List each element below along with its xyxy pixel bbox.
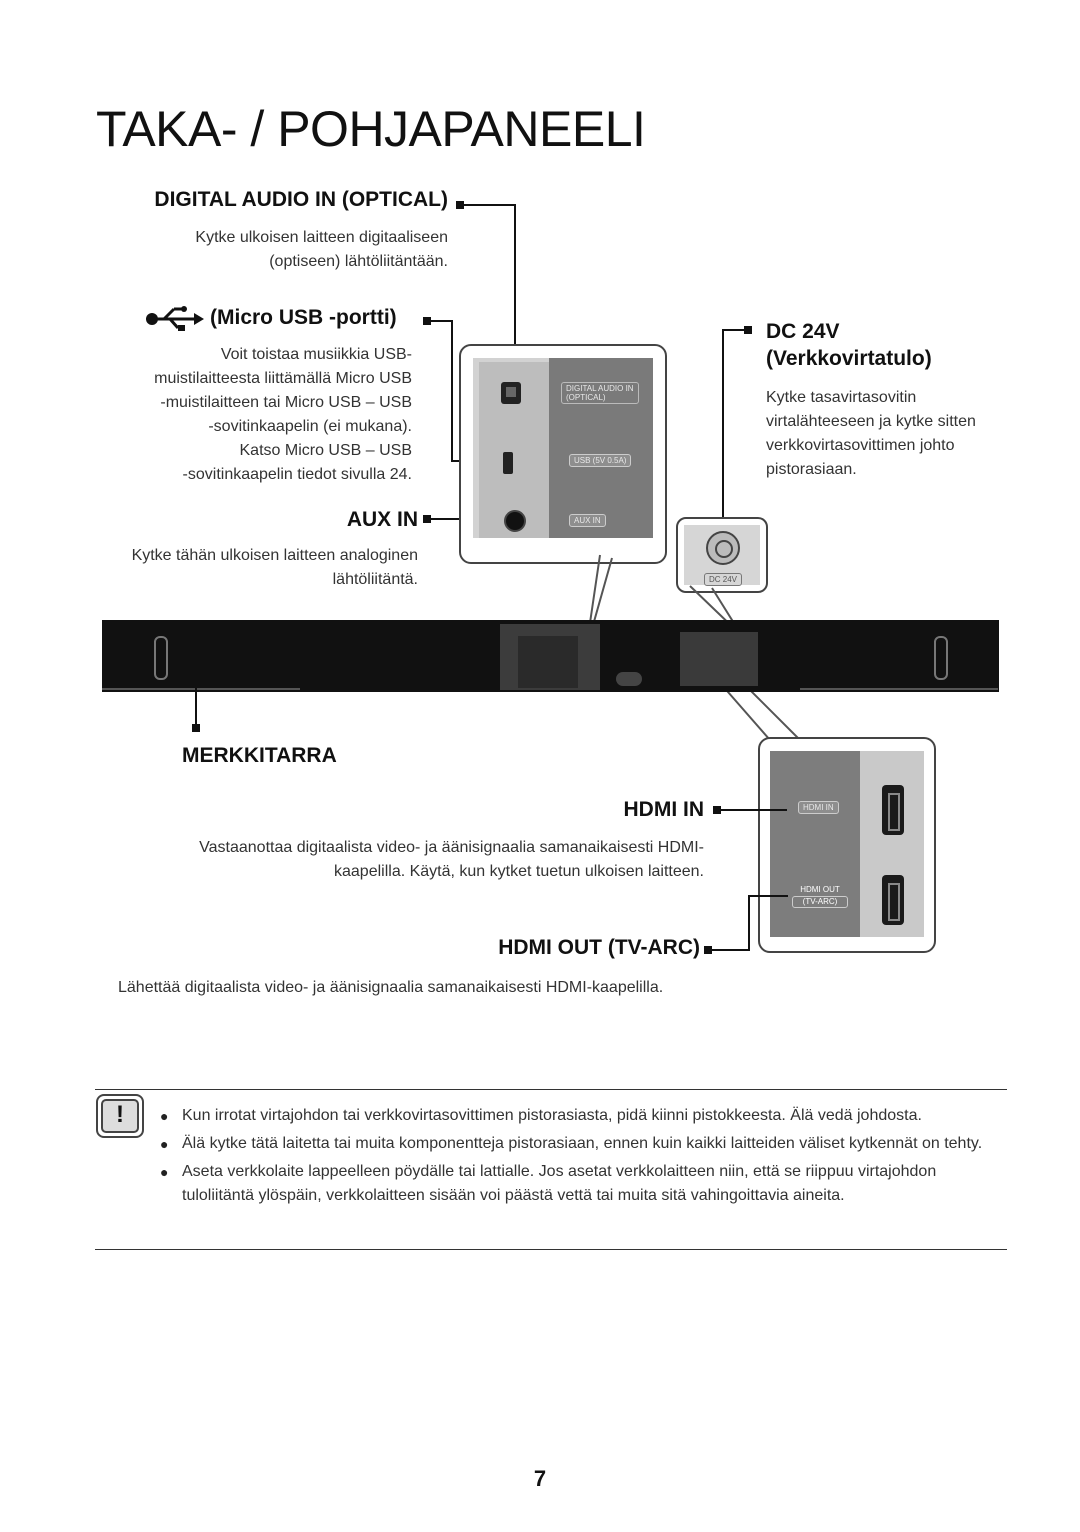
- dc-leader-h: [723, 329, 747, 331]
- note-item: ● Älä kytke tätä laitetta tai muita komp…: [160, 1135, 983, 1152]
- soundbar-right-hole: [934, 636, 948, 680]
- caution-icon: !: [96, 1094, 144, 1138]
- panel-hdmi-in-tag: HDMI IN: [798, 801, 839, 814]
- hdmi-out-label: HDMI OUT (TV-ARC): [498, 936, 700, 959]
- hdmi-in-label: HDMI IN: [623, 798, 705, 821]
- dc-description: Kytke tasavirtasovitin virtalähteeseen j…: [766, 389, 976, 478]
- soundbar-left-hole: [154, 636, 168, 680]
- hdmi-in-leader-h: [719, 809, 787, 811]
- usb-leader-h1: [429, 320, 453, 322]
- merkkitarra-label: MERKKITARRA: [182, 744, 337, 767]
- hdmi-out-marker: [704, 946, 712, 954]
- note-item: ● Aseta verkkolaite lappeelleen pöydälle…: [160, 1163, 937, 1204]
- optical-port: [501, 382, 521, 404]
- panel-usb-tag: USB (5V 0.5A): [569, 454, 632, 467]
- optical-leader-v: [514, 204, 516, 400]
- optical-label: DIGITAL AUDIO IN (OPTICAL): [154, 188, 448, 211]
- input-panel-surface: DIGITAL AUDIO IN (OPTICAL) USB (5V 0.5A)…: [473, 358, 653, 538]
- usb-label: (Micro USB -portti): [210, 306, 397, 329]
- usb-leader-v: [451, 320, 453, 462]
- soundbar-hdmi-recess: [680, 632, 758, 686]
- soundbar-input-recess: [500, 624, 600, 690]
- merkkitarra-leader-v: [195, 686, 197, 726]
- notes-bottom-rule: [95, 1249, 1007, 1250]
- notes-top-rule: [95, 1089, 1007, 1090]
- panel-optical-tag: DIGITAL AUDIO IN (OPTICAL): [561, 382, 639, 404]
- dc-label-2: (Verkkovirtatulo): [766, 347, 932, 370]
- aux-marker: [423, 515, 431, 523]
- soundbar-body: [102, 620, 999, 692]
- hdmi-out-leader-h1: [710, 949, 750, 951]
- usb-icon: [144, 306, 206, 332]
- optical-marker: [456, 201, 464, 209]
- hdmi-in-port: [882, 785, 904, 835]
- note-item: ● Kun irrotat virtajohdon tai verkkovirt…: [160, 1107, 922, 1124]
- merkkitarra-marker: [192, 724, 200, 732]
- optical-description: Kytke ulkoisen laitteen digitaaliseen (o…: [195, 229, 448, 270]
- panel-dc-tag: DC 24V: [704, 573, 743, 586]
- dc-port: [706, 531, 740, 565]
- usb-marker: [423, 317, 431, 325]
- aux-description: Kytke tähän ulkoisen laitteen analoginen…: [131, 547, 418, 588]
- hdmi-out-leader-v: [748, 895, 750, 951]
- hdmi-in-description: Vastaanottaa digitaalista video- ja ääni…: [199, 839, 704, 880]
- usb-description: Voit toistaa musiikkia USB- muistilaitte…: [154, 346, 412, 483]
- page-title: TAKA- / POHJAPANEELI: [96, 101, 646, 157]
- aux-label: AUX IN: [346, 508, 418, 531]
- notes-list: ● Kun irrotat virtajohdon tai verkkovirt…: [160, 1104, 1006, 1208]
- panel-aux-tag: AUX IN: [569, 514, 606, 527]
- dc-marker: [744, 326, 752, 334]
- hdmi-in-marker: [713, 806, 721, 814]
- input-panel-zoom: DIGITAL AUDIO IN (OPTICAL) USB (5V 0.5A)…: [459, 344, 667, 564]
- hdmi-panel-zoom: HDMI IN HDMI OUT (TV-ARC): [758, 737, 936, 953]
- optical-leader-h: [462, 204, 516, 206]
- usb-port: [503, 452, 513, 474]
- dc-panel-zoom: DC 24V: [676, 517, 768, 593]
- dc-leader-v: [722, 329, 724, 543]
- hdmi-out-description: Lähettää digitaalista video- ja äänisign…: [118, 979, 664, 996]
- hdmi-out-leader-h2: [748, 895, 788, 897]
- dc-label-1: DC 24V: [766, 320, 840, 343]
- hdmi-out-port: [882, 875, 904, 925]
- panel-hdmi-out-tag: HDMI OUT (TV-ARC): [792, 885, 848, 908]
- aux-port: [504, 510, 526, 532]
- page-number: 7: [533, 1466, 547, 1491]
